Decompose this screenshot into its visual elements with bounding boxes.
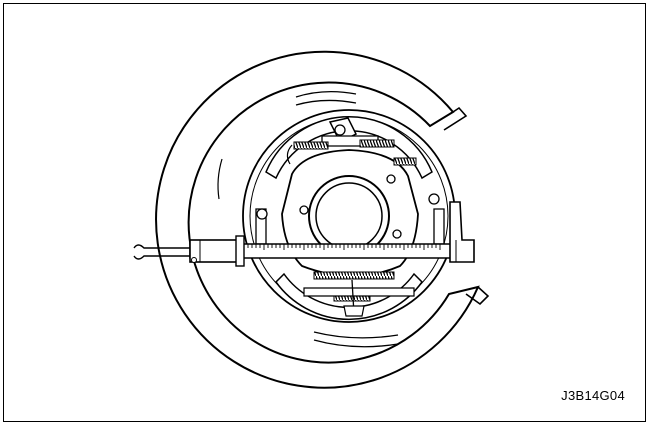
figure-code: J3B14G04 (561, 388, 625, 403)
axle-flange (256, 149, 440, 277)
figure-frame: J3B14G04 (3, 3, 646, 422)
brake-caliper-illustration (133, 50, 490, 389)
adjuster (303, 279, 415, 317)
dust-shield (155, 50, 490, 389)
vernier-caliper (133, 201, 475, 267)
